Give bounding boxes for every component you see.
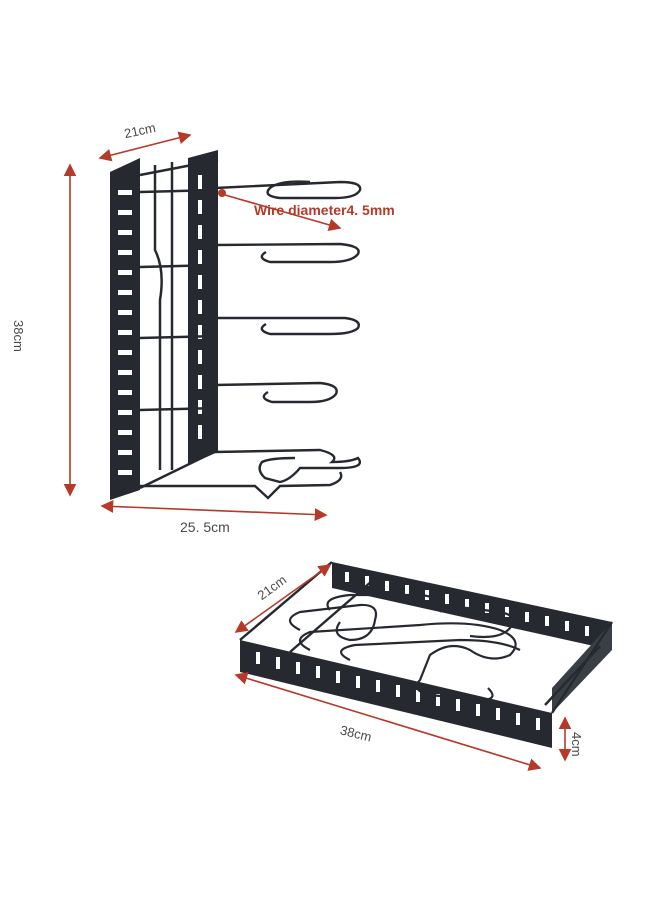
wire-pointer-arrow: [224, 194, 342, 232]
back-side-panel: [110, 158, 140, 500]
wire-shelves: [140, 180, 362, 500]
upright-rack: [110, 150, 362, 500]
wire-pointer-dot: [218, 189, 226, 197]
front-panel-slots: [198, 175, 202, 439]
upright-dimensions: [63, 131, 342, 521]
frame-rungs: [139, 188, 219, 412]
flat-dimensions: [234, 564, 572, 771]
wire-diameter-label: Wire diameter4. 5mm: [254, 202, 395, 218]
width-arrow: [98, 131, 192, 162]
vertical-rods: [139, 158, 219, 490]
flat-length-arrow: [234, 672, 542, 771]
upright-depth-label: 25. 5cm: [180, 519, 230, 535]
front-side-panel: [188, 150, 218, 465]
upright-height-label: 38cm: [11, 320, 26, 352]
depth-arrow: [100, 500, 328, 521]
flat-width-arrow: [234, 564, 332, 633]
back-long-panel: [332, 562, 612, 650]
flat-height-label: 4cm: [569, 732, 584, 757]
back-panel-slots: [118, 190, 132, 475]
